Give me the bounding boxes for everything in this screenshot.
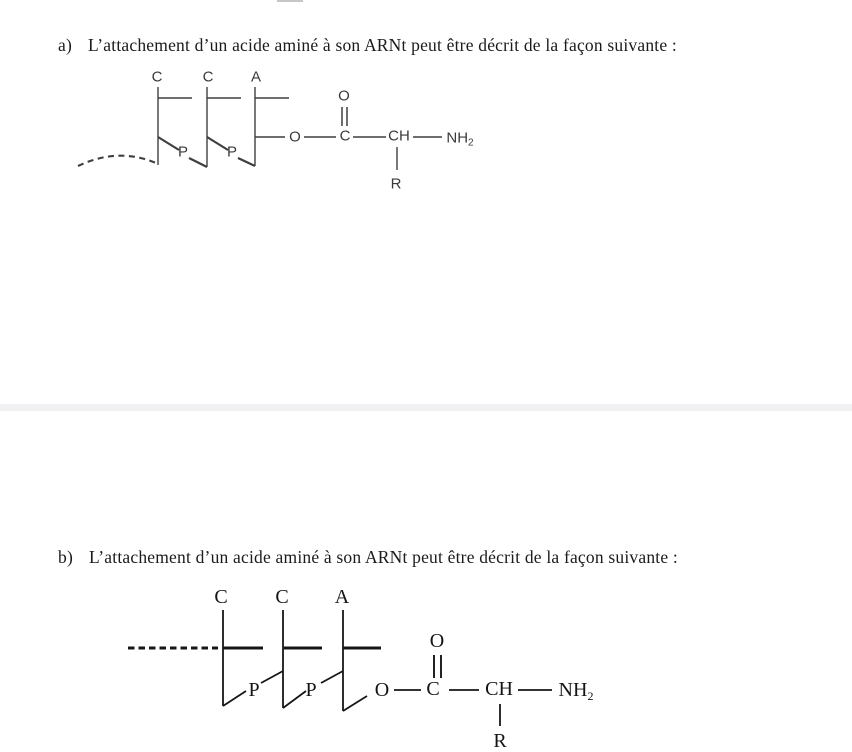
phosphate-label: P bbox=[305, 679, 317, 701]
phosphate-bond-line bbox=[206, 136, 229, 151]
carbonyl-oxygen-label: O bbox=[429, 630, 445, 652]
amine-main: NH bbox=[446, 129, 469, 147]
phosphate-bond-line bbox=[282, 690, 307, 709]
page-separator bbox=[0, 404, 852, 411]
amine-subscript: 2 bbox=[587, 689, 594, 703]
section-b-text: L’attachement d’un acide aminé à son ARN… bbox=[88, 547, 678, 567]
page-edge-artifact bbox=[277, 0, 303, 2]
trna-chain-dashed-arc bbox=[77, 154, 157, 167]
phosphate-bond-line bbox=[260, 670, 284, 684]
base-label-c: C bbox=[202, 68, 214, 86]
section-b-heading: b) L’attachement d’un acide aminé à son … bbox=[58, 547, 678, 568]
carbonyl-oxygen-label: O bbox=[338, 87, 350, 105]
side-chain-label: R bbox=[390, 175, 402, 193]
phosphate-bond-line bbox=[157, 136, 180, 151]
phosphate-label: P bbox=[248, 679, 260, 701]
section-a-heading: a) L’attachement d’un acide aminé à son … bbox=[58, 35, 677, 56]
phosphate-bond-line bbox=[188, 157, 208, 168]
carbonyl-carbon-label: C bbox=[339, 127, 351, 145]
ester-oxygen-label: O bbox=[289, 128, 301, 146]
phosphate-label: P bbox=[177, 143, 189, 161]
ester-bond-line bbox=[342, 695, 368, 712]
section-b-label: b) bbox=[58, 547, 73, 567]
side-chain-label: R bbox=[493, 730, 507, 752]
base-label-c: C bbox=[275, 586, 289, 608]
carbonyl-carbon-label: C bbox=[426, 678, 440, 700]
amine-main: NH bbox=[558, 679, 588, 701]
ester-oxygen-label: O bbox=[374, 679, 390, 701]
amine-subscript: 2 bbox=[468, 137, 474, 149]
section-a-text: L’attachement d’un acide aminé à son ARN… bbox=[88, 35, 677, 55]
section-a-label: a) bbox=[58, 35, 72, 55]
alpha-carbon-label: CH bbox=[485, 678, 513, 700]
phosphate-bond-line bbox=[222, 690, 247, 707]
base-label-c: C bbox=[214, 586, 228, 608]
phosphate-bond-line bbox=[237, 157, 256, 167]
base-label-a: A bbox=[250, 68, 262, 86]
base-label-c: C bbox=[151, 68, 163, 86]
diagram-b-linework bbox=[128, 610, 552, 726]
phosphate-label: P bbox=[226, 143, 238, 161]
amine-group-label: NH 2 bbox=[446, 129, 474, 149]
amine-group-label: NH 2 bbox=[558, 679, 594, 703]
base-label-a: A bbox=[334, 586, 350, 608]
alpha-carbon-label: CH bbox=[388, 127, 410, 145]
phosphate-bond-line bbox=[320, 670, 344, 684]
